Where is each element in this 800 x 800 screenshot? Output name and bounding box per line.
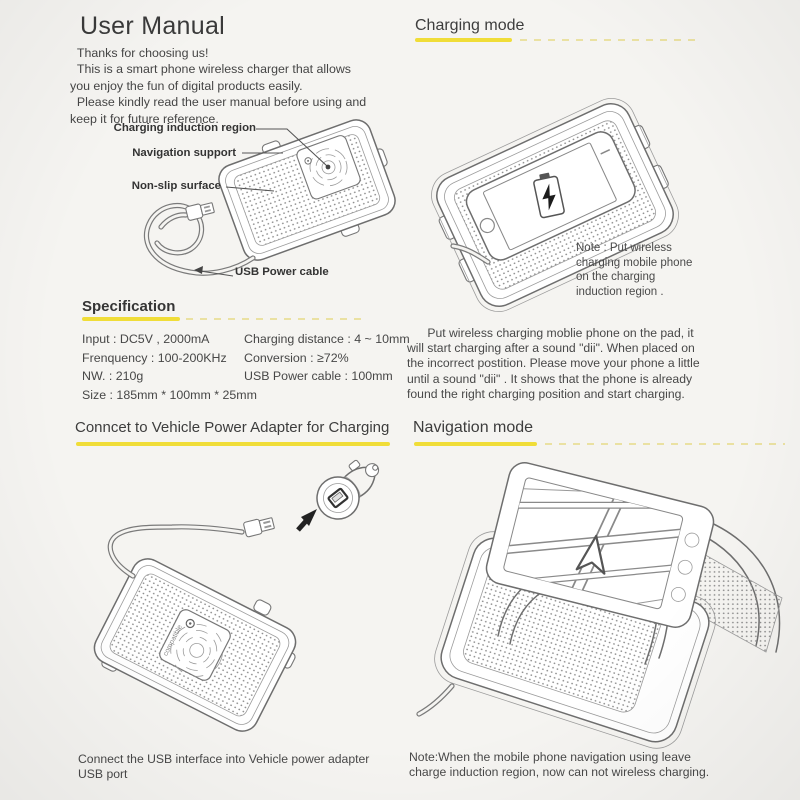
spec-conversion: Conversion : ≥72% [244,350,349,365]
spec-frequency: Frenquency : 100-200KHz [82,350,227,365]
vehicle-charging-underline [76,442,390,446]
navigation-mode-underline [414,442,537,446]
charging-mode-diagram [431,98,679,312]
overview-pad-diagram [143,119,396,277]
car-charger-adapter [316,459,380,520]
charging-mode-heading: Charging mode [415,17,525,34]
specification-heading: Specification [82,298,176,315]
spec-usb-cable-length: USB Power cable : 100mm [244,369,393,384]
specification-table: Input : DC5V , 2000mA Charging distance … [82,330,410,405]
spec-row: Size : 185mm * 100mm * 25mm [82,386,392,405]
vehicle-charging-caption: Connect the USB interface into Vehicle p… [78,752,370,782]
label-usb-power-cable: USB Power cable [235,266,329,278]
vehicle-charging-heading: Conncet to Vehicle Power Adapter for Cha… [75,419,390,436]
label-non-slip-surface: Non-slip surface [131,180,221,192]
spec-row: Frenquency : 100-200KHz Conversion : ≥72… [82,349,392,368]
battery-charging-icon [533,172,565,219]
charging-mode-underline-dashed [520,39,702,42]
charging-mode-paragraph: Put wireless charging moblie phone on th… [407,326,700,401]
navigation-mode-note: Note:When the mobile phone navigation us… [409,750,710,780]
charging-mode-note: Note : Put wireless charging mobile phon… [576,242,693,298]
usb-plug [243,517,275,538]
label-charging-induction-region: Charging induction region [113,122,256,134]
label-navigation-support: Navigation support [132,147,236,159]
spec-input: Input : DC5V , 2000mA [82,332,210,346]
user-manual-title: User Manual [80,12,226,40]
insert-arrow-icon [296,509,317,532]
vehicle-adapter-diagram: compatible [93,459,380,732]
navigation-arrow-icon [575,534,606,575]
spec-charging-distance: Charging distance : 4 ~ 10mm [244,332,410,346]
navigation-mode-heading: Navigation mode [413,419,534,436]
specification-underline [82,317,180,321]
navigation-mode-diagram [416,462,783,749]
usb-plug [185,202,215,221]
spec-size: Size : 185mm * 100mm * 25mm [82,387,257,402]
spec-net-weight: NW. : 210g [82,369,144,384]
navigation-mode-underline-dashed [545,443,785,446]
spec-row: NW. : 210g USB Power cable : 100mm [82,367,393,386]
phone-navigation [485,462,715,628]
specification-underline-dashed [186,318,362,321]
intro-paragraph: Thanks for choosing us! This is a smart … [70,46,367,126]
spec-row: Input : DC5V , 2000mA Charging distance … [82,330,410,349]
charging-mode-underline [415,38,512,42]
